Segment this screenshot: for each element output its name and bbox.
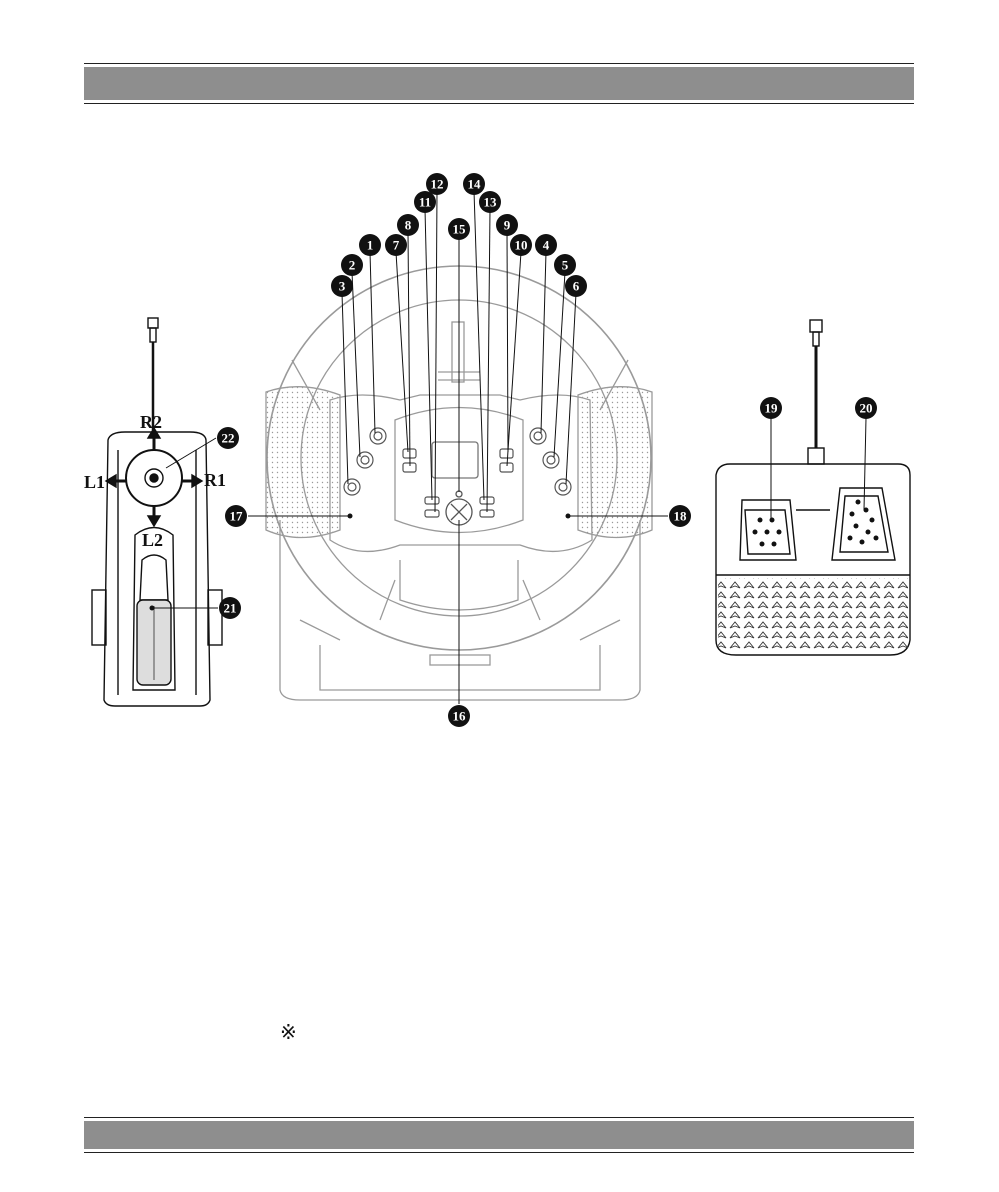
callout-number-16: 16 xyxy=(453,709,467,724)
callout-number-22: 22 xyxy=(222,431,235,446)
callout-number-19: 19 xyxy=(765,401,779,416)
callout-number-12: 12 xyxy=(431,177,444,192)
label-l1: L1 xyxy=(84,472,105,492)
callout-number-2: 2 xyxy=(349,258,356,273)
callout-number-10: 10 xyxy=(515,238,528,253)
label-r1: R1 xyxy=(204,470,226,490)
callout-number-11: 11 xyxy=(419,195,431,210)
callout-number-3: 3 xyxy=(339,279,346,294)
callout-number-8: 8 xyxy=(405,218,412,233)
label-r2: R2 xyxy=(140,412,162,432)
pedals xyxy=(716,320,910,655)
callout-number-1: 1 xyxy=(367,238,374,253)
label-l2: L2 xyxy=(142,530,163,550)
callout-number-14: 14 xyxy=(468,177,482,192)
note-symbol: ※ xyxy=(280,1022,297,1042)
callout-number-21: 21 xyxy=(224,601,237,616)
callout-number-7: 7 xyxy=(393,238,400,253)
callout-number-9: 9 xyxy=(504,218,511,233)
callout-number-13: 13 xyxy=(484,195,498,210)
callout-number-15: 15 xyxy=(453,222,467,237)
callout-number-6: 6 xyxy=(573,279,580,294)
callout-number-5: 5 xyxy=(562,258,569,273)
callout-number-18: 18 xyxy=(674,509,688,524)
callout-number-20: 20 xyxy=(860,401,873,416)
callout-number-17: 17 xyxy=(230,509,244,524)
callout-number-4: 4 xyxy=(543,238,550,253)
gear-shifter xyxy=(92,318,222,706)
